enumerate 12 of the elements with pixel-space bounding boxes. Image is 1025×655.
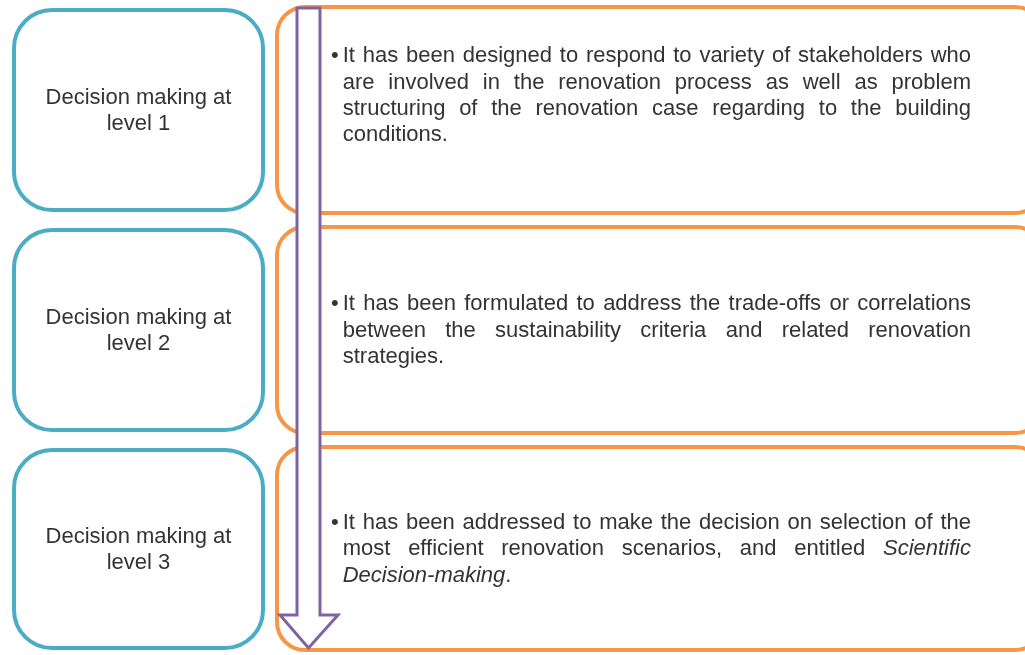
- level-box: [12, 228, 265, 432]
- bullet-text: It has been formulated to address the trade-offs or correlations between the sustainability criteria and related renovation strategies.: [342, 290, 971, 370]
- level-label: Decision making at level 2: [44, 303, 233, 357]
- level-box: [12, 448, 265, 650]
- bullet-mark: •: [331, 508, 339, 536]
- level-label: Decision making at level 3: [44, 522, 233, 576]
- bullet-text: It has been addressed to make the decision on selection of the most efficient renovation scenarios, and entitled Scientific Decision-making.: [342, 508, 971, 589]
- bullet-mark: •: [331, 42, 339, 69]
- level-label: Decision making at level 1: [44, 83, 233, 137]
- level-box: [12, 8, 265, 212]
- bullet-mark: •: [331, 290, 339, 317]
- bullet-text: It has been designed to respond to variety of stakeholders who are involved in the renovation process as well as problem structuring of the renovation case regarding to the building conditions.: [342, 42, 971, 148]
